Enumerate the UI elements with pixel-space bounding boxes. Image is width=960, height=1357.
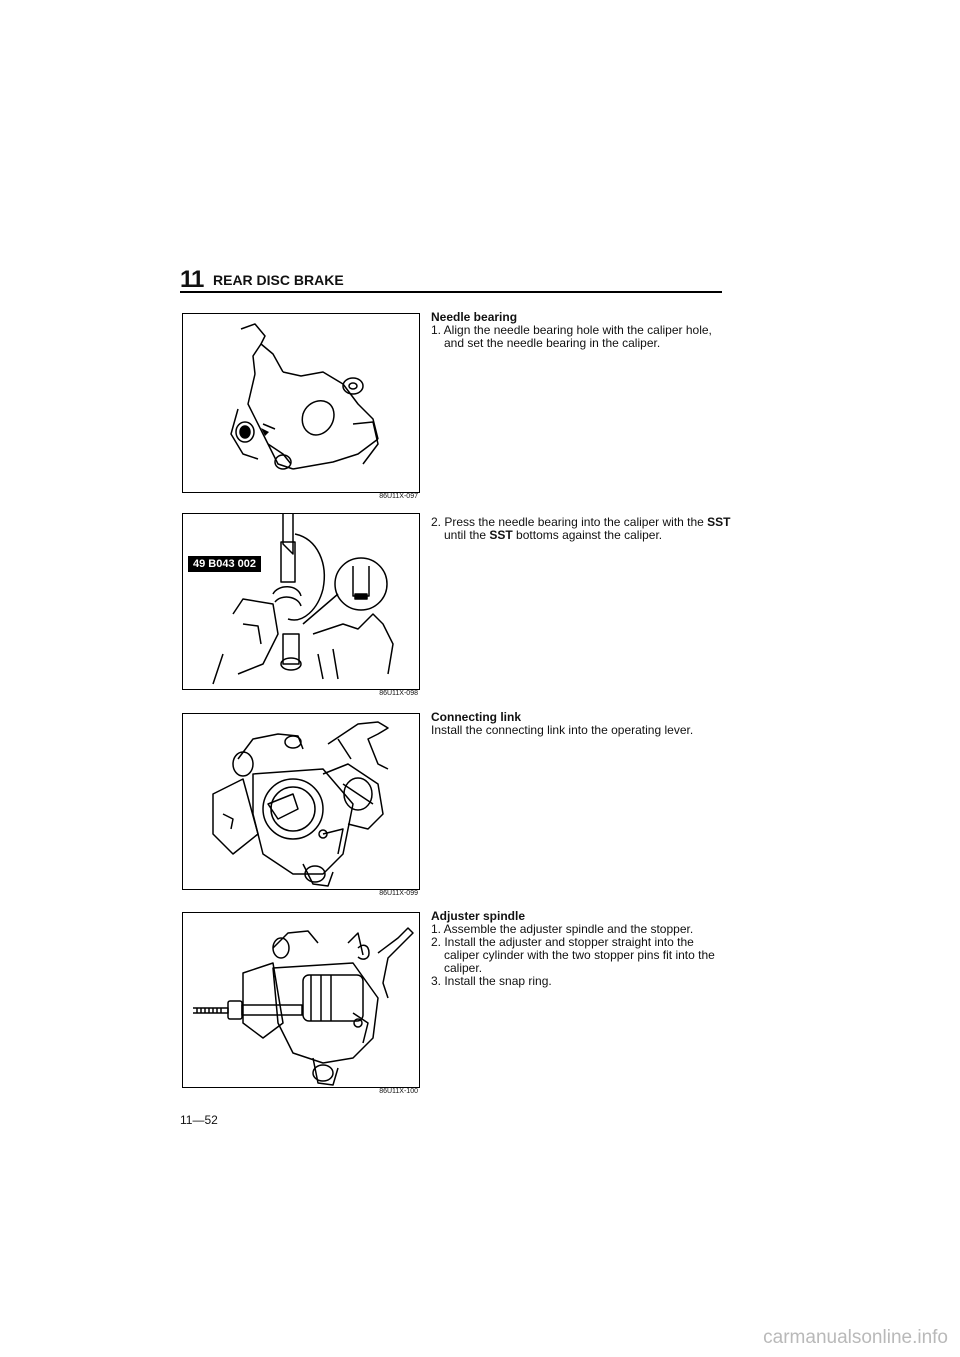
figure-code: 86U11X-097 (379, 493, 418, 500)
step-item: 1. Align the needle bearing hole with th… (431, 323, 712, 350)
section-number: 11 (180, 266, 204, 293)
figure-code: 86U11X-099 (379, 890, 418, 897)
page-number: 11—52 (180, 1113, 218, 1127)
step-needle-bearing: Needle bearing 1. Align the needle beari… (431, 311, 731, 350)
step-needle-bearing-press: 2. Press the needle bearing into the cal… (431, 516, 731, 542)
figure-needle-bearing-press: 49 B043 002 (182, 513, 420, 690)
step-adjuster-spindle: Adjuster spindle 1. Assemble the adjuste… (431, 910, 731, 988)
step-heading: Needle bearing (431, 310, 518, 324)
section-header: 11 REAR DISC BRAKE (180, 266, 722, 293)
sst-term: SST (489, 528, 513, 542)
figure-needle-bearing-align (182, 313, 420, 493)
caliper-illustration-3 (212, 721, 389, 887)
header-rule (180, 291, 722, 293)
step-heading: Connecting link (431, 710, 521, 724)
step-text: bottoms against the caliper. (512, 528, 663, 542)
figure-code: 86U11X-100 (379, 1088, 418, 1095)
step-connecting-link: Connecting link Install the connecting l… (431, 711, 731, 737)
caliper-illustration-1 (230, 323, 379, 470)
section-title: REAR DISC BRAKE (213, 272, 344, 288)
step-text: Install the connecting link into the ope… (431, 723, 694, 737)
step-heading: Adjuster spindle (431, 909, 526, 923)
figure-connecting-link (182, 713, 420, 890)
caliper-illustration-4 (193, 927, 414, 1086)
step-text: 2. Press the needle bearing into the cal… (431, 515, 708, 529)
step-item: 1. Assemble the adjuster spindle and the… (431, 922, 694, 936)
press-tool-illustration (212, 514, 394, 685)
sst-term: SST (707, 515, 731, 529)
figure-code: 86U11X-098 (379, 690, 418, 697)
figure-adjuster-spindle (182, 912, 420, 1088)
step-item: 3. Install the snap ring. (431, 974, 552, 988)
sst-tool-label: 49 B043 002 (188, 556, 261, 572)
watermark: carmanualsonline.info (763, 1327, 948, 1348)
step-item: 2. Install the adjuster and stopper stra… (431, 935, 715, 975)
step-text: until the (444, 528, 490, 542)
step-item: 2. Press the needle bearing into the cal… (431, 516, 731, 542)
